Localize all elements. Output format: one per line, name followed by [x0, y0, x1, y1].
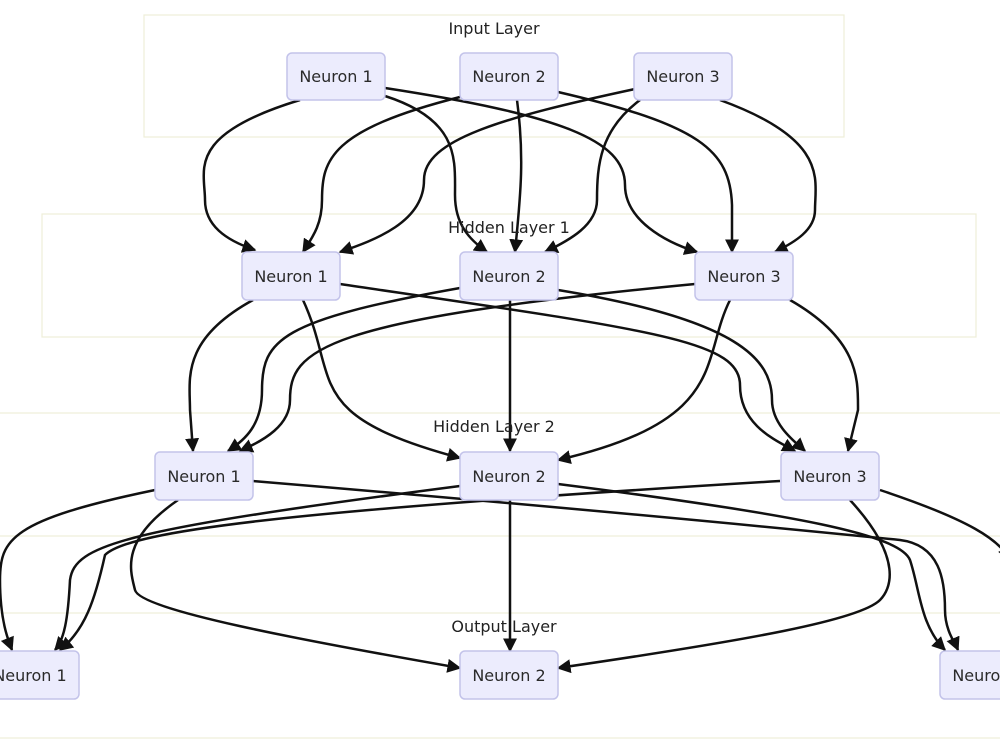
edge-h1c-h2a: [238, 282, 696, 453]
node-output-neuron-3-label: Neuron 3: [952, 666, 1000, 685]
node-output-neuron-2[interactable]: Neuron 2: [459, 650, 559, 700]
node-hidden2-neuron-3[interactable]: Neuron 3: [780, 451, 880, 501]
node-output-neuron-1[interactable]: Neuron 1: [0, 650, 80, 700]
node-input-neuron-1[interactable]: Neuron 1: [286, 52, 386, 101]
node-hidden1-neuron-2[interactable]: Neuron 2: [459, 251, 559, 301]
edge-h2c-o3: [879, 488, 1000, 562]
edge-h1b-h2a: [226, 286, 461, 453]
node-output-neuron-3[interactable]: Neuron 3: [939, 650, 1000, 700]
node-output-neuron-1-box: [0, 650, 80, 700]
node-hidden2-neuron-1[interactable]: Neuron 1: [154, 451, 254, 501]
node-input-neuron-3-box: [633, 52, 733, 101]
layer-input-label: Input Layer: [448, 19, 540, 38]
layer-output-label: Output Layer: [451, 617, 557, 636]
node-hidden2-neuron-1-label: Neuron 1: [167, 467, 240, 486]
edge-in1-h1a: [202, 98, 301, 253]
edge-h2c-o2: [556, 499, 891, 674]
node-input-neuron-3[interactable]: Neuron 3: [633, 52, 733, 101]
edge-h2a-o2: [129, 498, 462, 673]
edge-h1c-h2b: [556, 299, 732, 464]
edge-h2a-o3: [252, 479, 960, 652]
layer-hidden-2-label: Hidden Layer 2: [433, 417, 555, 436]
node-input-neuron-2-box: [459, 52, 559, 101]
nodes: Neuron 1 Neuron 2 Neuron 3 Neuron 1 Neur…: [0, 52, 1000, 700]
edge-h1a-h2a: [185, 298, 254, 453]
node-input-neuron-3-label: Neuron 3: [646, 67, 719, 86]
edge-in2-h1a: [301, 95, 461, 254]
edges: [0, 86, 1000, 674]
node-input-neuron-2-label: Neuron 2: [472, 67, 545, 86]
node-hidden1-neuron-1[interactable]: Neuron 1: [241, 251, 341, 301]
node-input-neuron-2[interactable]: Neuron 2: [459, 52, 559, 101]
edge-in3-h1b: [543, 99, 641, 254]
node-hidden2-neuron-2-label: Neuron 2: [472, 467, 545, 486]
edge-h2a-o1: [0, 488, 156, 652]
layer-hidden-1-label: Hidden Layer 1: [448, 218, 570, 237]
node-output-neuron-3-box: [939, 650, 1000, 700]
node-hidden1-neuron-2-label: Neuron 2: [472, 267, 545, 286]
node-input-neuron-1-box: [286, 52, 386, 101]
edge-h2b-o3: [557, 482, 946, 651]
node-hidden1-neuron-1-label: Neuron 1: [254, 267, 327, 286]
node-hidden1-neuron-1-box: [241, 251, 341, 301]
node-hidden1-neuron-2-box: [459, 251, 559, 301]
node-output-neuron-1-label: Neuron 1: [0, 666, 67, 685]
node-hidden2-neuron-3-label: Neuron 3: [793, 467, 866, 486]
node-hidden2-neuron-3-box: [780, 451, 880, 501]
node-hidden1-neuron-3-box: [694, 251, 794, 301]
edge-h1b-h2c: [557, 288, 807, 452]
edge-in2-h1b: [509, 99, 524, 254]
edge-in3-h1c: [719, 98, 817, 254]
edge-in1-h1b: [384, 94, 489, 254]
edge-in1-h1c: [384, 86, 699, 255]
edge-in3-h1a: [338, 87, 636, 255]
edge-in2-h1c: [557, 90, 739, 254]
edge-h1a-h2b: [301, 299, 462, 462]
edge-h1c-h2c: [789, 298, 860, 453]
edge-h2b-o1: [54, 484, 461, 652]
node-hidden1-neuron-3-label: Neuron 3: [707, 267, 780, 286]
node-hidden1-neuron-3[interactable]: Neuron 3: [694, 251, 794, 301]
node-hidden2-neuron-1-box: [154, 451, 254, 501]
edge-h1a-h2c: [339, 282, 797, 453]
node-hidden2-neuron-2-box: [459, 451, 559, 501]
node-output-neuron-2-label: Neuron 2: [472, 666, 545, 685]
node-input-neuron-1-label: Neuron 1: [299, 67, 372, 86]
node-output-neuron-2-box: [459, 650, 559, 700]
node-hidden2-neuron-2[interactable]: Neuron 2: [459, 451, 559, 501]
